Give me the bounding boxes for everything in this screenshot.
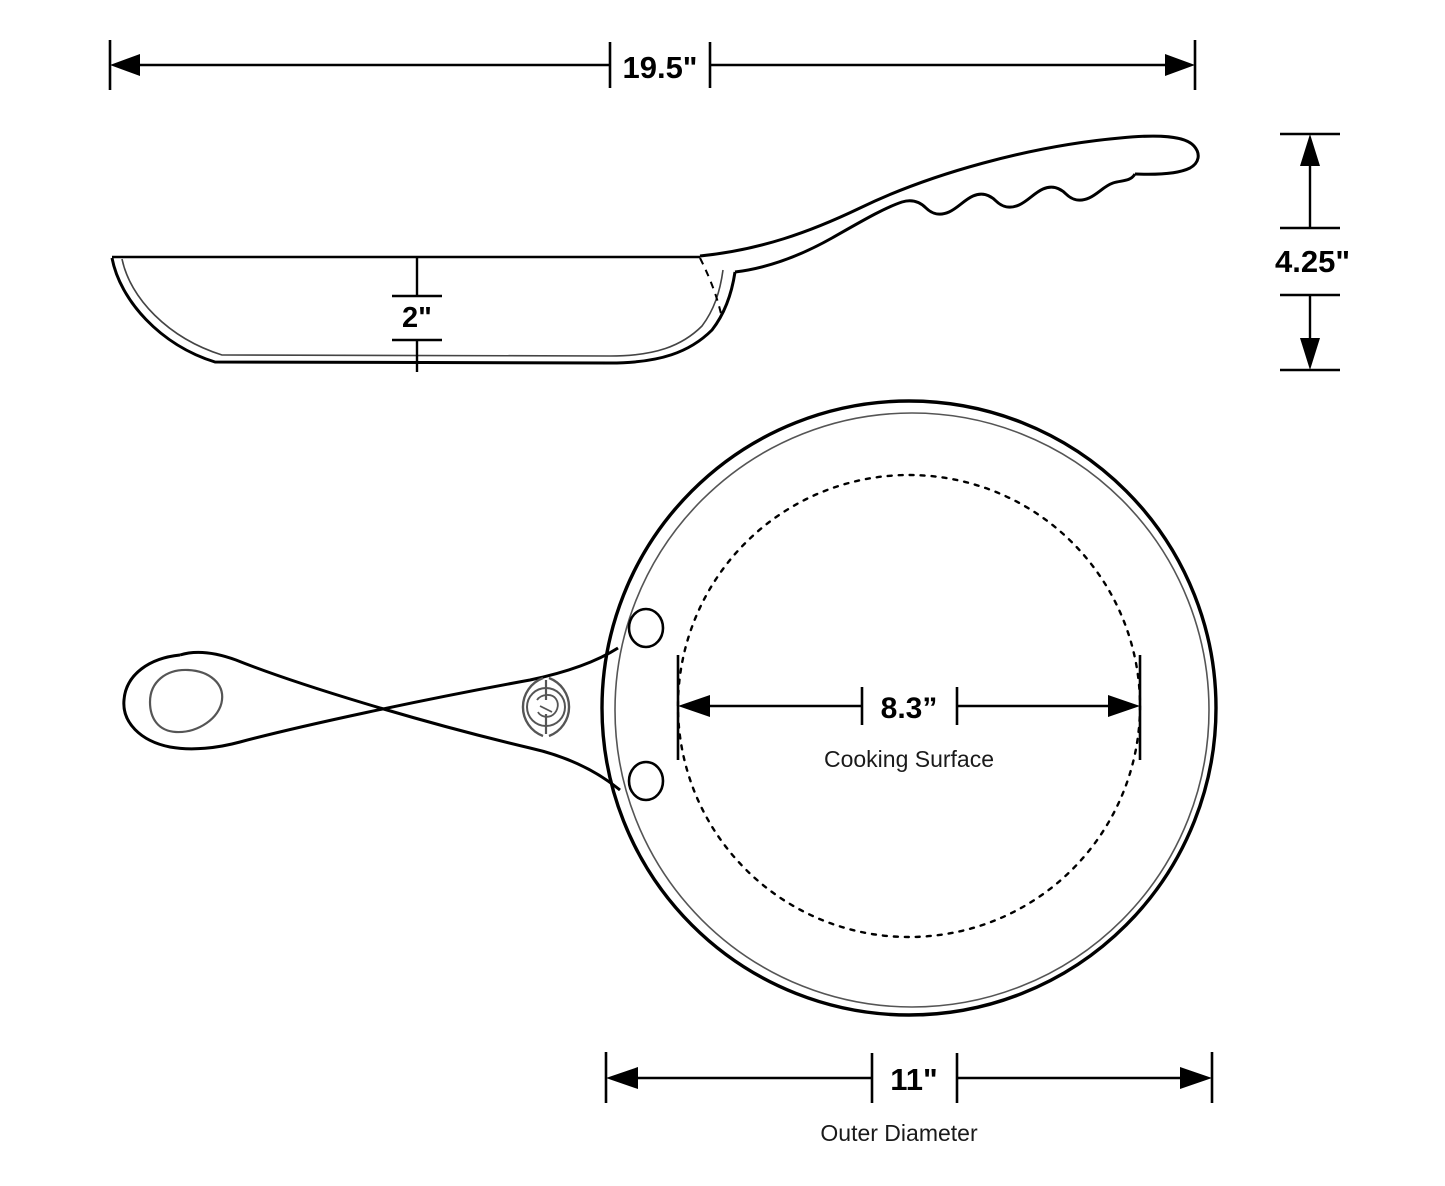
rivet-upper bbox=[627, 607, 665, 649]
side-bottom-and-right-wall bbox=[609, 271, 737, 365]
side-right-wall-inner bbox=[609, 269, 724, 357]
medallion-ring-left bbox=[521, 676, 544, 738]
height-arrow-down bbox=[1300, 338, 1320, 370]
top-plan-view: 8.3” Cooking Surface bbox=[122, 399, 1218, 1017]
maker-medallion-logo bbox=[521, 676, 571, 738]
outer-diameter-label: 11" bbox=[890, 1062, 937, 1097]
handle-outline-top bbox=[122, 646, 619, 751]
outer-arrow-right bbox=[1180, 1067, 1212, 1089]
rivet-lower bbox=[627, 760, 665, 802]
handle-hang-hole bbox=[148, 668, 224, 734]
cooking-surface-label: 8.3” bbox=[881, 692, 938, 725]
overall-length-label: 19.5" bbox=[622, 50, 697, 85]
overall-height-label: 4.25" bbox=[1275, 244, 1350, 279]
pan-depth-dimension: 2" bbox=[392, 258, 442, 372]
medallion-inner-circle bbox=[526, 687, 566, 727]
height-arrow-up bbox=[1300, 134, 1320, 166]
side-handle-hidden-line bbox=[699, 257, 723, 319]
outer-diameter-caption: Outer Diameter bbox=[820, 1120, 978, 1146]
cooking-surface-caption: Cooking Surface bbox=[824, 746, 994, 772]
cooking-arrow-right bbox=[1108, 695, 1140, 717]
pan-inner-rim bbox=[614, 412, 1210, 1008]
handle-outline-bottom bbox=[179, 650, 621, 792]
overall-length-dimension: 19.5" bbox=[108, 40, 1197, 90]
side-left-wall-inner bbox=[121, 258, 611, 357]
overall-height-dimension: 4.25" bbox=[1275, 132, 1350, 372]
length-arrow-right bbox=[1165, 54, 1195, 76]
cooking-arrow-left bbox=[678, 695, 710, 717]
side-elevation-view: 2" bbox=[110, 134, 1200, 372]
medallion-emblem bbox=[536, 694, 559, 718]
pan-outer-rim bbox=[600, 399, 1218, 1017]
outer-diameter-dimension: 11" Outer Diameter bbox=[604, 1052, 1214, 1146]
cooking-surface-dimension: 8.3” Cooking Surface bbox=[676, 655, 1142, 772]
pan-depth-label: 2" bbox=[402, 302, 432, 334]
length-arrow-left bbox=[110, 54, 140, 76]
outer-arrow-left bbox=[606, 1067, 638, 1089]
side-handle-bottom-contour bbox=[734, 173, 1137, 274]
side-left-wall-outer bbox=[110, 257, 611, 365]
medallion-ring-right bbox=[548, 676, 571, 738]
side-handle-top-contour bbox=[699, 134, 1200, 258]
